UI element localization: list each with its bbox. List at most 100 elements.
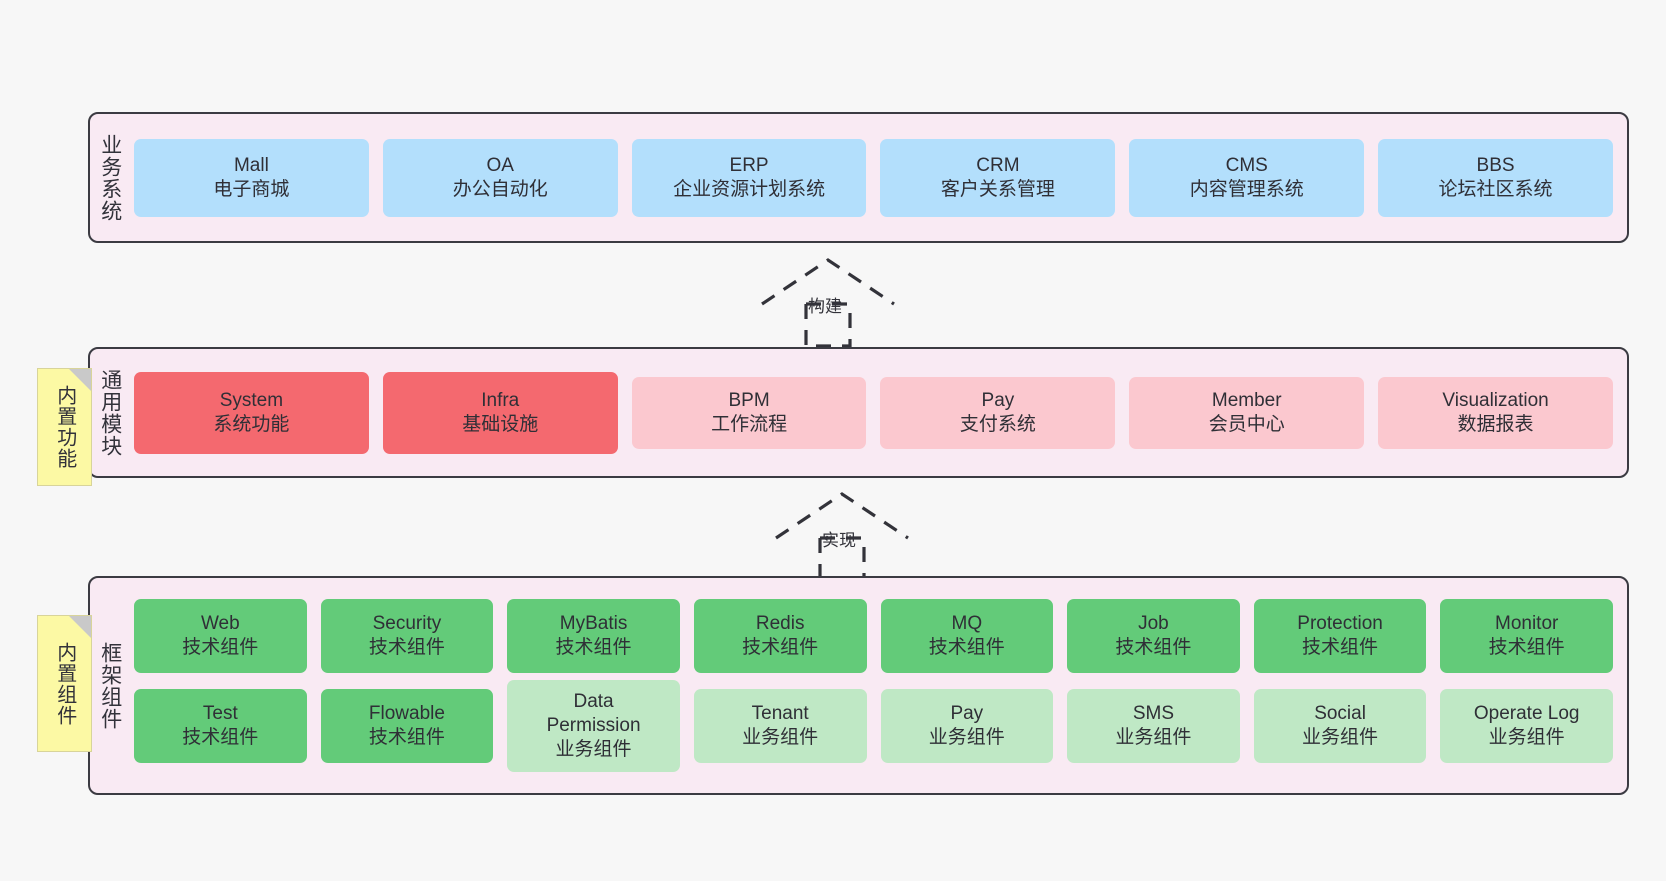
node-security-name: Security <box>372 613 442 635</box>
connector-implement: 实现 <box>771 492 913 582</box>
node-oa[interactable]: OA 办公自动化 <box>382 138 618 217</box>
node-tenant-name: Tenant <box>751 703 809 725</box>
node-job-name: Job <box>1138 613 1169 635</box>
node-crm-name: CRM <box>976 154 1020 176</box>
framework-row-business: Test 技术组件 Flowable 技术组件 Data Permission … <box>134 680 1613 772</box>
node-erp[interactable]: ERP 企业资源计划系统 <box>631 138 867 217</box>
node-member[interactable]: Member 会员中心 <box>1129 376 1365 449</box>
node-erp-name: ERP <box>729 154 769 176</box>
build-arrowhead <box>761 258 895 306</box>
layer-framework-components-nodes: Web 技术组件 Security 技术组件 MyBatis 技术组件 Redi… <box>130 578 1627 793</box>
node-cms-name: CMS <box>1225 154 1268 176</box>
node-visualization-name: Visualization <box>1442 389 1549 411</box>
node-monitor-name: Monitor <box>1495 613 1559 635</box>
note-builtin-components: 内置组件 <box>37 615 92 752</box>
connector-build-label: 构建 <box>808 297 842 316</box>
node-job-desc: 技术组件 <box>1115 637 1192 658</box>
build-shaft <box>804 304 852 348</box>
node-flowable-desc: 技术组件 <box>368 727 445 748</box>
note-fold-corner-icon <box>69 616 91 638</box>
node-infra-desc: 基础设施 <box>462 413 539 435</box>
node-web-name: Web <box>200 613 240 635</box>
node-oa-name: OA <box>486 154 514 176</box>
note-builtin-features: 内置功能 <box>37 368 92 486</box>
node-operate-log-name: Operate Log <box>1473 703 1580 725</box>
node-protection-name: Protection <box>1297 613 1383 635</box>
node-sms-name: SMS <box>1132 703 1175 725</box>
node-data-permission[interactable]: Data Permission 业务组件 <box>507 680 680 772</box>
node-web[interactable]: Web 技术组件 <box>134 599 307 673</box>
node-mall-desc: 电子商城 <box>213 178 290 200</box>
node-oa-desc: 办公自动化 <box>452 178 548 200</box>
node-test-name: Test <box>202 703 238 725</box>
node-crm[interactable]: CRM 客户关系管理 <box>880 138 1116 217</box>
node-tenant[interactable]: Tenant 业务组件 <box>693 689 867 763</box>
node-job[interactable]: Job 技术组件 <box>1067 599 1240 673</box>
node-mq[interactable]: MQ 技术组件 <box>880 599 1054 673</box>
node-bbs-name: BBS <box>1476 154 1515 176</box>
node-pay-business-name: Pay <box>950 703 984 725</box>
node-system-name: System <box>219 389 284 411</box>
node-bbs-desc: 论坛社区系统 <box>1438 178 1553 200</box>
node-security-desc: 技术组件 <box>368 637 445 658</box>
node-operate-log[interactable]: Operate Log 业务组件 <box>1440 689 1613 763</box>
node-security[interactable]: Security 技术组件 <box>320 599 494 673</box>
node-cms[interactable]: CMS 内容管理系统 <box>1129 138 1365 217</box>
layer-business-system: 业务系统 Mall 电子商城 OA 办公自动化 ERP 企业资源计划系统 CRM… <box>88 112 1629 243</box>
node-sms[interactable]: SMS 业务组件 <box>1067 689 1240 763</box>
layer-common-module: 通用模块 System 系统功能 Infra 基础设施 BPM 工作流程 Pay… <box>88 347 1629 478</box>
layer-business-system-nodes: Mall 电子商城 OA 办公自动化 ERP 企业资源计划系统 CRM 客户关系… <box>130 114 1627 241</box>
node-pay-common-desc: 支付系统 <box>959 413 1036 435</box>
node-mq-name: MQ <box>951 613 983 635</box>
node-infra[interactable]: Infra 基础设施 <box>382 371 618 454</box>
node-web-desc: 技术组件 <box>182 637 259 658</box>
node-cms-desc: 内容管理系统 <box>1189 178 1304 200</box>
node-member-name: Member <box>1211 389 1282 411</box>
node-system[interactable]: System 系统功能 <box>134 371 369 454</box>
node-mybatis-desc: 技术组件 <box>555 637 632 658</box>
node-redis-name: Redis <box>755 613 805 635</box>
node-tenant-desc: 业务组件 <box>742 727 819 748</box>
node-bpm-name: BPM <box>728 389 770 411</box>
node-bpm-desc: 工作流程 <box>711 413 788 435</box>
node-system-desc: 系统功能 <box>213 413 290 435</box>
connector-implement-label: 实现 <box>822 531 856 550</box>
node-social-desc: 业务组件 <box>1302 727 1379 748</box>
framework-row-technical: Web 技术组件 Security 技术组件 MyBatis 技术组件 Redi… <box>134 599 1613 673</box>
node-data-permission-desc: 业务组件 <box>555 738 632 760</box>
note-builtin-components-label: 内置组件 <box>53 641 76 726</box>
node-monitor-desc: 技术组件 <box>1488 637 1565 658</box>
node-sms-desc: 业务组件 <box>1115 727 1192 748</box>
node-data-permission-name2: Permission <box>546 715 641 737</box>
node-member-desc: 会员中心 <box>1208 413 1285 435</box>
node-social[interactable]: Social 业务组件 <box>1253 689 1427 763</box>
node-infra-name: Infra <box>481 389 520 411</box>
note-builtin-features-label: 内置功能 <box>53 385 76 469</box>
node-erp-desc: 企业资源计划系统 <box>673 178 826 200</box>
note-fold-corner-icon <box>69 369 91 391</box>
layer-common-module-title: 通用模块 <box>98 368 122 457</box>
node-bpm[interactable]: BPM 工作流程 <box>631 376 867 449</box>
node-bbs[interactable]: BBS 论坛社区系统 <box>1378 138 1613 217</box>
node-mall[interactable]: Mall 电子商城 <box>134 138 369 217</box>
node-redis[interactable]: Redis 技术组件 <box>693 599 867 673</box>
node-flowable-name: Flowable <box>368 703 445 725</box>
node-redis-desc: 技术组件 <box>742 637 819 658</box>
layer-common-module-nodes: System 系统功能 Infra 基础设施 BPM 工作流程 Pay 支付系统… <box>130 349 1627 476</box>
node-flowable[interactable]: Flowable 技术组件 <box>320 689 494 763</box>
node-visualization[interactable]: Visualization 数据报表 <box>1378 376 1613 449</box>
node-test[interactable]: Test 技术组件 <box>134 689 307 763</box>
layer-framework-components-title: 框架组件 <box>98 641 122 730</box>
node-social-name: Social <box>1314 703 1366 725</box>
node-test-desc: 技术组件 <box>182 727 259 748</box>
node-pay-common-name: Pay <box>981 389 1015 411</box>
node-mall-name: Mall <box>233 154 269 176</box>
layer-framework-components: 框架组件 Web 技术组件 Security 技术组件 MyBatis 技术组件… <box>88 576 1629 795</box>
node-crm-desc: 客户关系管理 <box>940 178 1055 200</box>
node-pay-common[interactable]: Pay 支付系统 <box>880 376 1116 449</box>
node-protection[interactable]: Protection 技术组件 <box>1253 599 1427 673</box>
node-monitor[interactable]: Monitor 技术组件 <box>1440 599 1613 673</box>
node-pay-business[interactable]: Pay 业务组件 <box>880 689 1054 763</box>
node-mybatis[interactable]: MyBatis 技术组件 <box>507 599 680 673</box>
